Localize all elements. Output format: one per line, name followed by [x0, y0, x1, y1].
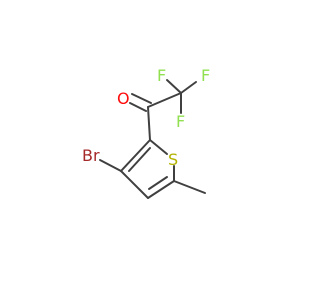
molecule-structure: O F F F Br S: [82, 66, 210, 199]
bond-co-b: [131, 93, 152, 104]
bond-co-a: [129, 102, 147, 112]
molecule-canvas: O F F F Br S: [82, 66, 210, 199]
sulfur-atom-label: S: [168, 150, 178, 169]
bond-c-c2: [147, 106, 151, 141]
bond-c3-c2-a: [120, 139, 151, 172]
bond-c5-methyl: [173, 180, 206, 194]
bond-cf-right: [180, 81, 197, 94]
bond-c-cf3: [147, 92, 182, 108]
bond-cf-left: [166, 79, 182, 94]
bond-c3-br: [99, 159, 122, 172]
bromine-atom-label: Br: [82, 146, 100, 165]
fluorine-bottom-label: F: [176, 112, 185, 131]
fluorine-top-left-label: F: [157, 66, 166, 85]
oxygen-atom-label: O: [117, 89, 130, 108]
bond-c2-s: [149, 139, 168, 155]
bond-c5-c4-b: [148, 176, 168, 190]
bond-c3-c2-b: [128, 147, 151, 172]
bond-c5-c4-a: [147, 180, 175, 199]
bond-c4-c3: [120, 170, 149, 199]
fluorine-top-right-label: F: [201, 66, 210, 85]
